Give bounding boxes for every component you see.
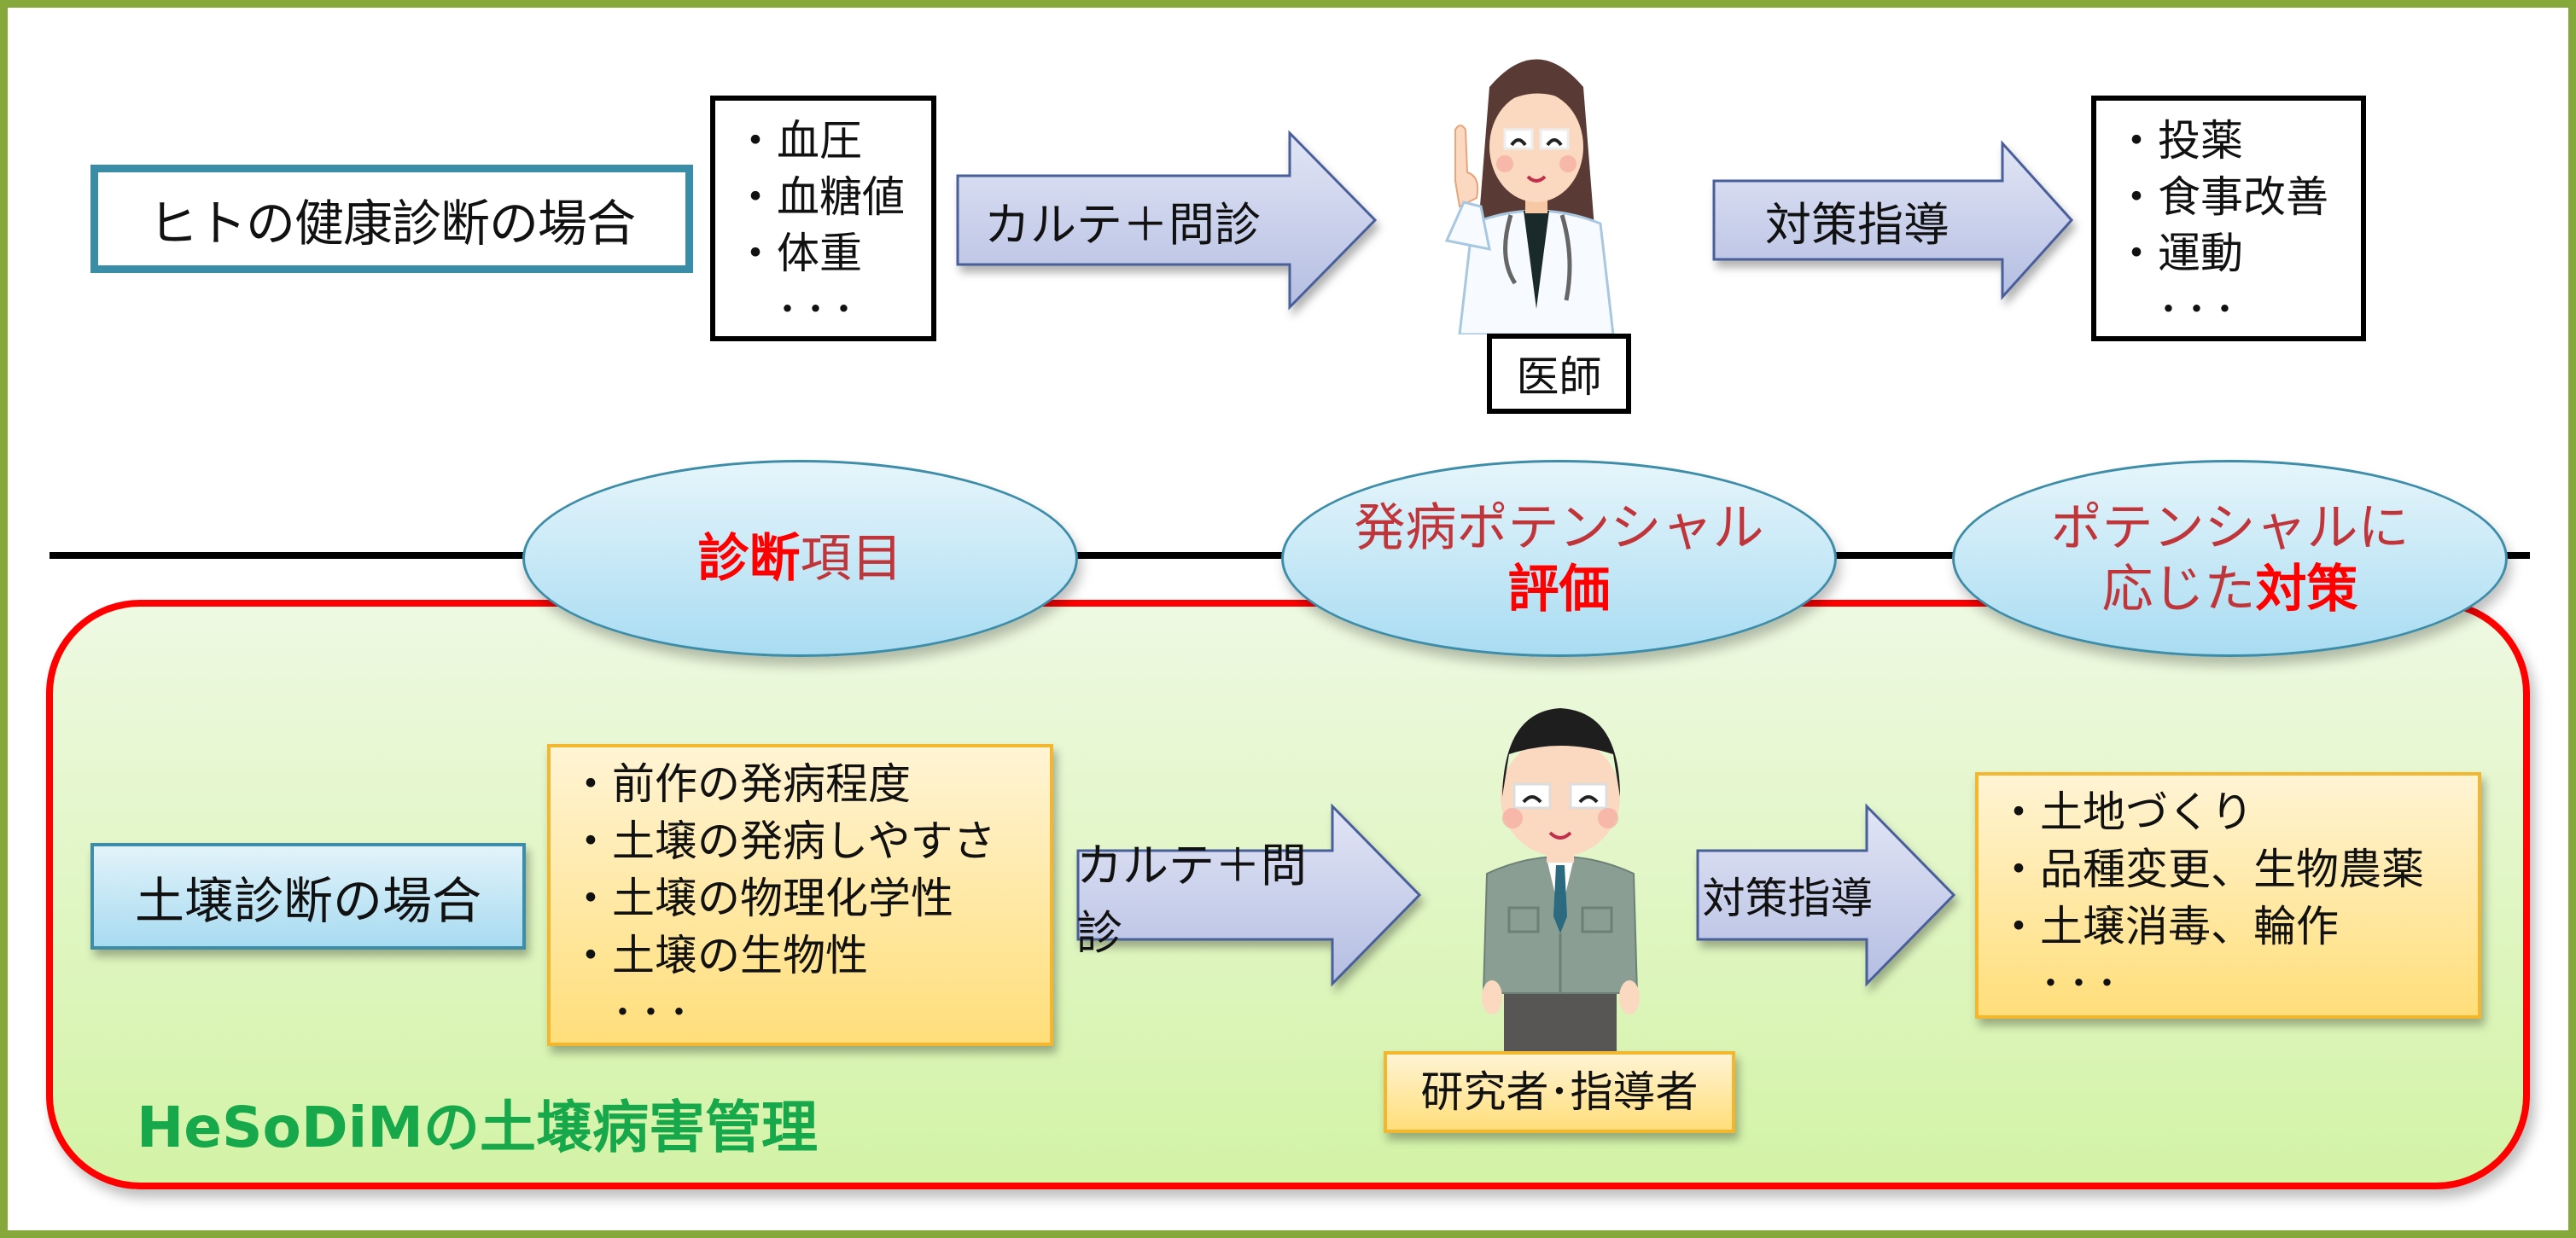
stage-strong: 評価 <box>1507 559 1611 619</box>
hesodim-section-title: HeSoDiMの土壌病害管理 <box>137 1095 818 1160</box>
list-item: 土壌消毒、輪作 <box>1997 898 2478 956</box>
stage-line2: 応じた対策 <box>2102 559 2358 620</box>
human-check-items: 血圧 血糖値 体重 ･･･ <box>710 96 936 341</box>
human-case-title-text: ヒトの健康診断の場合 <box>148 194 636 253</box>
stage-countermeasure: ポテンシャルに 応じた対策 <box>1952 460 2508 657</box>
list-item: 運動 <box>2115 225 2361 282</box>
researcher-icon <box>1482 708 1640 1053</box>
stage-strong: 対策 <box>2255 559 2358 619</box>
list-item: 体重 <box>734 225 931 282</box>
arrow-label: カルテ＋問診 <box>984 197 1261 252</box>
arrow-guidance-human: 対策指導 <box>1712 140 2074 300</box>
stage-line1: ポテンシャルに <box>2050 497 2410 558</box>
list-item: 前作の発病程度 <box>569 756 1050 813</box>
doctor-label: 医師 <box>1487 334 1631 414</box>
list-item: 食事改善 <box>2115 169 2361 225</box>
stage-diagnosis-items: 診断項目 <box>522 460 1078 657</box>
researcher-illustration <box>1478 703 1643 1053</box>
list-item: 血糖値 <box>734 169 931 225</box>
list-more: ･･･ <box>612 988 696 1037</box>
researcher-label: 研究者･指導者 <box>1384 1051 1735 1133</box>
list-more: ･･･ <box>777 285 861 334</box>
right-arrow-icon <box>956 130 1378 311</box>
list-item: 投薬 <box>2115 113 2361 169</box>
list-item: 品種変更、生物農薬 <box>1997 841 2478 898</box>
list-item: 血圧 <box>734 113 931 169</box>
arrow-label: 対策指導 <box>1702 874 1874 923</box>
human-actions: 投薬 食事改善 運動 ･･･ <box>2091 96 2366 341</box>
list-more: ･･･ <box>2158 285 2242 334</box>
right-arrow-icon <box>1712 140 2074 300</box>
arrow-chart-interview-human: カルテ＋問診 <box>956 130 1378 311</box>
human-case-title: ヒトの健康診断の場合 <box>90 165 693 273</box>
soil-actions: 土地づくり 品種変更、生物農薬 土壌消毒、輪作 ･･･ <box>1975 772 2481 1019</box>
list-item: 土壌の物理化学性 <box>569 870 1050 927</box>
doctor-illustration <box>1430 36 1643 336</box>
arrow-guidance-soil: 対策指導 <box>1696 803 1956 987</box>
stage-line2-pre: 応じた <box>2101 559 2256 619</box>
right-arrow-icon <box>1696 803 1956 987</box>
arrow-label: カルテ＋問診 <box>1076 839 1307 960</box>
soil-case-title: 土壌診断の場合 <box>90 843 526 950</box>
doctor-icon <box>1444 59 1615 336</box>
doctor-label-text: 医師 <box>1516 352 1602 402</box>
stage-rest: 項目 <box>800 528 903 589</box>
soil-case-title-text: 土壌診断の場合 <box>134 871 481 930</box>
stage-strong: 診断 <box>697 528 801 589</box>
stage-line1: 発病ポテンシャル <box>1354 497 1764 558</box>
researcher-label-text: 研究者･指導者 <box>1420 1067 1699 1117</box>
list-item: 土壌の生物性 <box>569 927 1050 985</box>
list-more: ･･･ <box>2040 959 2124 1008</box>
arrow-label: 対策指導 <box>1765 197 1949 252</box>
stage-potential-evaluation: 発病ポテンシャル 評価 <box>1281 460 1837 657</box>
stage-text: 診断項目 <box>698 528 903 590</box>
arrow-chart-interview-soil: カルテ＋問診 <box>1076 803 1422 987</box>
list-item: 土壌の発病しやすさ <box>569 813 1050 870</box>
right-arrow-icon <box>1076 803 1422 987</box>
soil-check-items: 前作の発病程度 土壌の発病しやすさ 土壌の物理化学性 土壌の生物性 ･･･ <box>547 744 1053 1046</box>
list-item: 土地づくり <box>1997 784 2478 841</box>
